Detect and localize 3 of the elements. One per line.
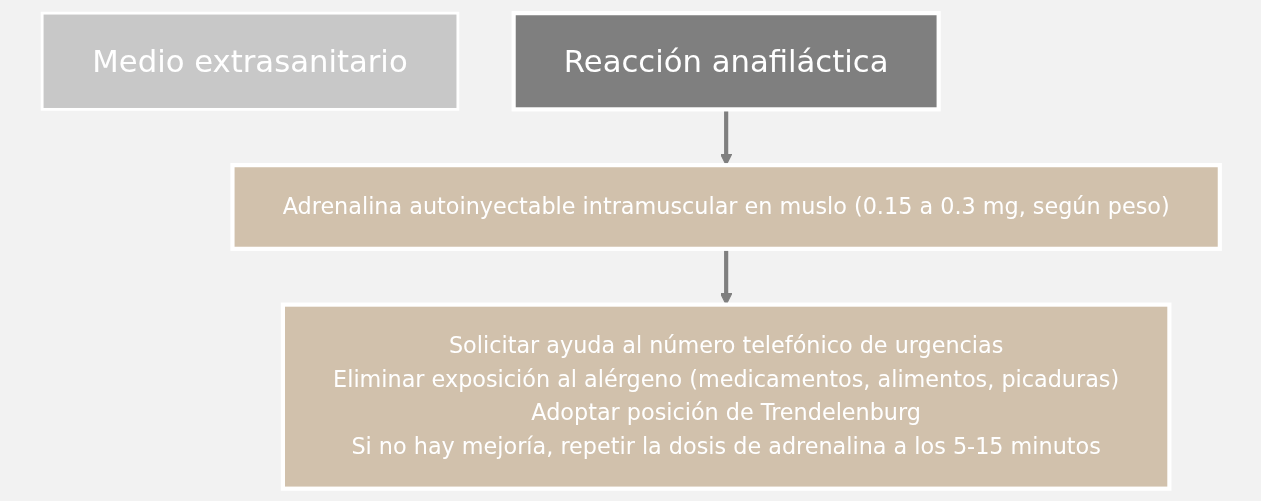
node-box: Solicitar ayuda al número telefónico de urgencias Eliminar exposición al alérgeno (medicamentos, alimentos, picaduras) Adoptar posición de Trendelenburg Si no hay mejoría, repetir la dosis de adrenalina a los 5-15 minutos: [280, 302, 1171, 491]
node-box: Reacción anafiláctica: [511, 10, 941, 112]
node-box: Adrenalina autoinyectable intramuscular en muslo (0.15 a 0.3 mg, según peso): [229, 162, 1222, 251]
